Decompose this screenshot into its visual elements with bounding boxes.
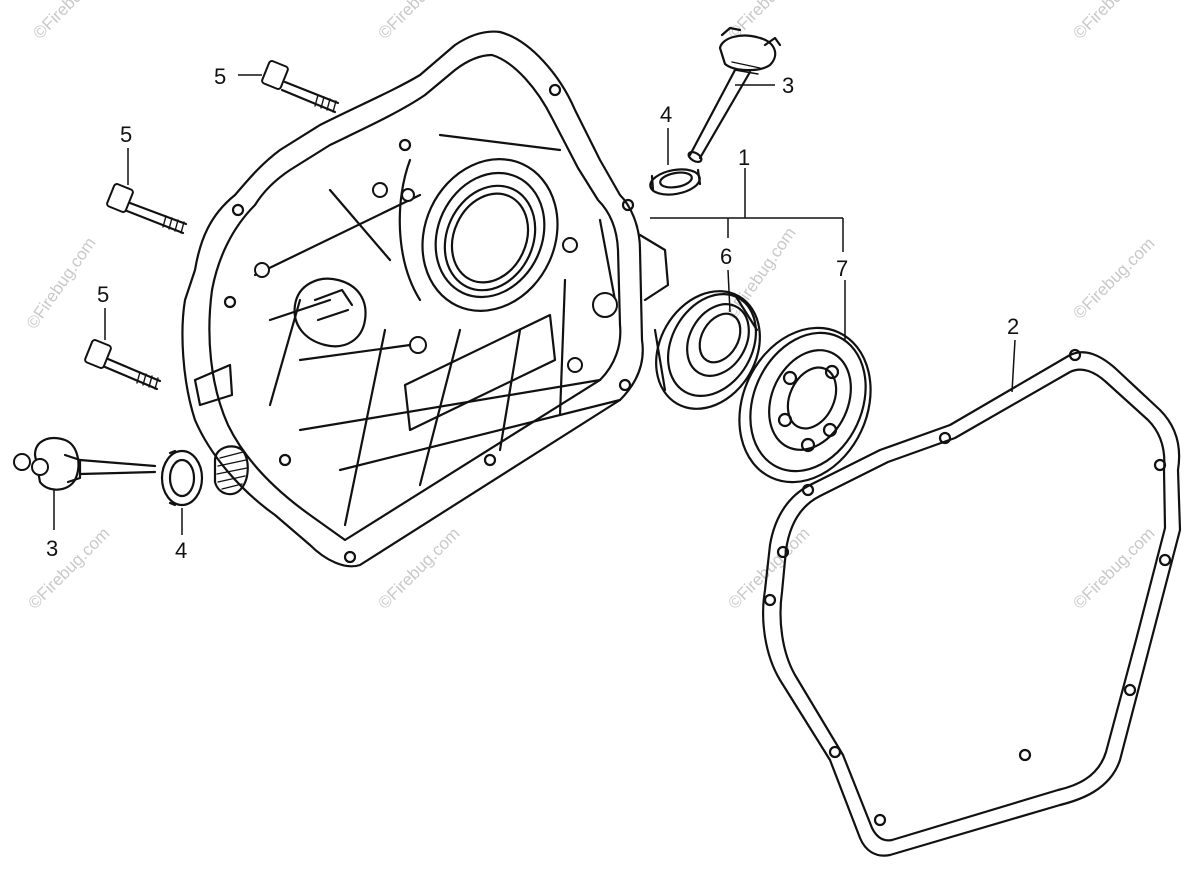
oil-dipstick-bottom [13,437,157,491]
ball-bearing [738,326,872,484]
crankcase-cover [181,30,670,568]
watermark-5: ©Firebug.com [23,234,100,333]
bolt-middle [106,183,188,235]
callout-7: 7 [836,256,848,281]
oil-seal [653,290,761,410]
o-ring-bottom [160,449,204,507]
callout-5-top: 5 [214,64,226,89]
callout-4-top: 4 [660,102,672,127]
watermark-4: ©Firebug.com [1069,0,1158,43]
watermark-9: ©Firebug.com [374,524,463,613]
watermarks: ©Firebug.com ©Firebug.com ©Firebug.com ©… [23,0,1159,613]
leader-lines [53,74,1016,535]
watermark-2: ©Firebug.com [374,0,463,43]
callout-5-lower: 5 [97,282,109,307]
watermark-6: ©Firebug.com [723,224,800,323]
callout-5-middle: 5 [120,122,132,147]
callout-3-top: 3 [782,73,794,98]
watermark-7: ©Firebug.com [1069,234,1158,323]
oil-dipstick-top [687,26,782,164]
bolt-top [261,60,340,114]
callout-6: 6 [720,244,732,269]
callout-3-bottom: 3 [46,536,58,561]
watermark-11: ©Firebug.com [1069,524,1158,613]
o-ring-top [649,168,702,196]
gasket [762,348,1182,857]
watermark-8: ©Firebug.com [24,524,113,613]
callout-1: 1 [738,145,750,170]
callout-4-bottom: 4 [175,538,187,563]
bolt-lower [84,339,162,391]
watermark-1: ©Firebug.com [29,0,118,43]
watermark-10: ©Firebug.com [724,524,813,613]
callouts: 5 5 5 3 4 4 3 1 6 7 2 [46,64,1019,563]
callout-2: 2 [1007,314,1019,339]
